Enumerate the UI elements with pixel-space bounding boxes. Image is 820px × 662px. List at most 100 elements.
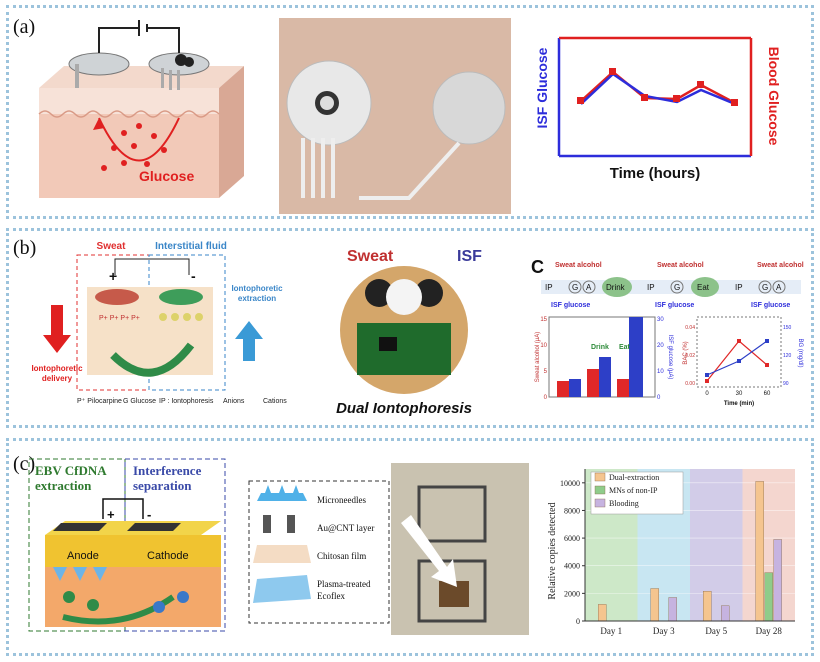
category-background bbox=[690, 469, 743, 621]
chart-ylabel: Relative copies detected bbox=[547, 502, 558, 599]
x-tick-label: Day 3 bbox=[653, 626, 675, 636]
left-title-1: EBV CfDNA bbox=[35, 463, 107, 478]
legend-cations: Cations bbox=[263, 398, 287, 405]
x-tick-label: Day 5 bbox=[705, 626, 727, 636]
legend-label: Blooding bbox=[609, 499, 639, 508]
y-tick-label: 0 bbox=[576, 617, 580, 626]
line-xtick-2: 60 bbox=[764, 391, 771, 397]
flow-top-3: Sweat alcohol bbox=[757, 262, 804, 269]
legend-label: Dual-extraction bbox=[609, 473, 659, 482]
bar bbox=[764, 572, 773, 622]
y-tick-label: 6000 bbox=[564, 534, 580, 543]
delivery-label-2: delivery bbox=[42, 374, 73, 383]
line-xtick-1: 30 bbox=[736, 391, 743, 397]
flow-g-3: G bbox=[762, 283, 768, 292]
legend-swatch bbox=[594, 498, 606, 508]
isf-label: Interstitial fluid bbox=[155, 241, 227, 252]
flow-a-1: A bbox=[586, 283, 592, 292]
photo-caption: Dual Iontophoresis bbox=[336, 400, 472, 417]
line-tick-right-2: 150 bbox=[783, 325, 792, 331]
glucose-label: Glucose bbox=[139, 168, 194, 184]
alcohol-glucose-chart: C Sweat alcohol Sweat alcohol Sweat alco… bbox=[531, 257, 804, 407]
isf-glucose-axis-label: ISF Glucose bbox=[534, 47, 550, 128]
legend-box bbox=[590, 471, 684, 515]
iontophoresis-schematic: Sweat Interstitial fluid + - P+ P+ P+ P+… bbox=[31, 241, 287, 405]
legend-swatch bbox=[594, 485, 606, 495]
flow-g-1: G bbox=[572, 283, 578, 292]
x-tick-label: Day 28 bbox=[756, 626, 783, 636]
annotation-drink: Drink bbox=[591, 344, 609, 351]
photo-sweat-label: Sweat bbox=[347, 248, 394, 265]
flow-bottom-2: ISF glucose bbox=[655, 302, 694, 309]
layer-stack-diagram: Microneedles Au@CNT layer Chitosan film … bbox=[248, 480, 390, 624]
panel-a-label: (a) bbox=[13, 16, 36, 38]
layer-au-cnt: Au@CNT layer bbox=[317, 523, 374, 533]
svg-text:P+ P+ P+ P+: P+ P+ P+ P+ bbox=[99, 315, 140, 322]
bar-tick-left-1: 5 bbox=[544, 369, 548, 375]
panel-b-label: (b) bbox=[13, 237, 37, 259]
anode-plus: + bbox=[107, 507, 115, 522]
bar bbox=[703, 591, 712, 622]
flow-drink: Drink bbox=[606, 283, 626, 292]
bar bbox=[755, 481, 764, 622]
legend-label: MNs of non-IP bbox=[609, 486, 658, 495]
line-tick-right-1: 120 bbox=[783, 353, 792, 359]
anode-label: Anode bbox=[67, 550, 99, 562]
y-tick-label: 8000 bbox=[564, 506, 580, 515]
legend-glucose: G Glucose bbox=[123, 398, 156, 405]
layer-chitosan: Chitosan film bbox=[317, 551, 366, 561]
left-title-2: extraction bbox=[35, 478, 92, 493]
line-ylabel-left: BAC (%) bbox=[683, 341, 689, 364]
glucose-chart: ISF Glucose Blood Glucose Time (hours) bbox=[534, 36, 782, 182]
flow-top-2: Sweat alcohol bbox=[657, 262, 704, 269]
line-ylabel-right: BG (mg/dl) bbox=[797, 338, 803, 367]
bar bbox=[598, 604, 607, 622]
layer-microneedles: Microneedles bbox=[317, 495, 366, 505]
bar-ylabel-left: Sweat alcohol (µA) bbox=[535, 332, 541, 382]
legend-anions: Anions bbox=[223, 398, 245, 405]
flow-ip-3: IP bbox=[735, 283, 743, 292]
flow-top-1: Sweat alcohol bbox=[555, 262, 602, 269]
line-tick-left-1: 0.02 bbox=[685, 353, 695, 359]
blood-glucose-axis-label: Blood Glucose bbox=[766, 47, 782, 146]
line-tick-right-0: 90 bbox=[783, 381, 789, 387]
line-tick-left-2: 0.04 bbox=[685, 325, 695, 331]
chart-letter: C bbox=[531, 257, 544, 277]
patch-photo bbox=[391, 463, 529, 635]
photo-isf-label: ISF bbox=[457, 248, 482, 265]
flow-ip-1: IP bbox=[545, 283, 553, 292]
bar-tick-right-2: 20 bbox=[657, 343, 664, 349]
bar-tick-left-2: 10 bbox=[540, 343, 547, 349]
bar-tick-left-3: 15 bbox=[540, 317, 547, 323]
layer-ecoflex: Ecoflex bbox=[317, 591, 345, 601]
flow-ip-2: IP bbox=[647, 283, 655, 292]
legend-swatch bbox=[594, 472, 606, 482]
y-tick-label: 10000 bbox=[560, 479, 580, 488]
right-title-1: Interference bbox=[133, 463, 202, 478]
legend-pilocarpine: P⁺ Pilocarpine bbox=[77, 398, 122, 405]
cfdna-extraction-schematic: EBV CfDNA extraction Interference separa… bbox=[28, 458, 226, 632]
y-tick-label: 4000 bbox=[564, 562, 580, 571]
bar-tick-right-0: 0 bbox=[657, 395, 661, 401]
x-tick-label: Day 1 bbox=[600, 626, 622, 636]
bar bbox=[650, 588, 659, 622]
line-xlabel: Time (min) bbox=[724, 401, 754, 407]
bar-tick-right-3: 30 bbox=[657, 317, 664, 323]
minus-sign: - bbox=[191, 268, 196, 284]
cathode-label: Cathode bbox=[147, 550, 189, 562]
sweat-label: Sweat bbox=[97, 241, 127, 252]
bar-ylabel-right: ISF glucose (µA) bbox=[667, 335, 673, 380]
annotation-eat: Eat bbox=[619, 344, 631, 351]
flow-a-3: A bbox=[776, 283, 782, 292]
layer-plasma-treated: Plasma-treated bbox=[317, 579, 371, 589]
cathode-minus: - bbox=[147, 507, 151, 522]
bar bbox=[773, 539, 782, 622]
bar-tick-left-0: 0 bbox=[544, 395, 548, 401]
line-tick-left-0: 0.00 bbox=[685, 381, 695, 387]
delivery-label-1: Iontophoretic bbox=[31, 364, 83, 373]
y-tick-label: 2000 bbox=[564, 589, 580, 598]
extraction-label-1: Iontophoretic bbox=[231, 284, 283, 293]
plus-sign: + bbox=[109, 268, 117, 284]
flow-g-2: G bbox=[674, 283, 680, 292]
